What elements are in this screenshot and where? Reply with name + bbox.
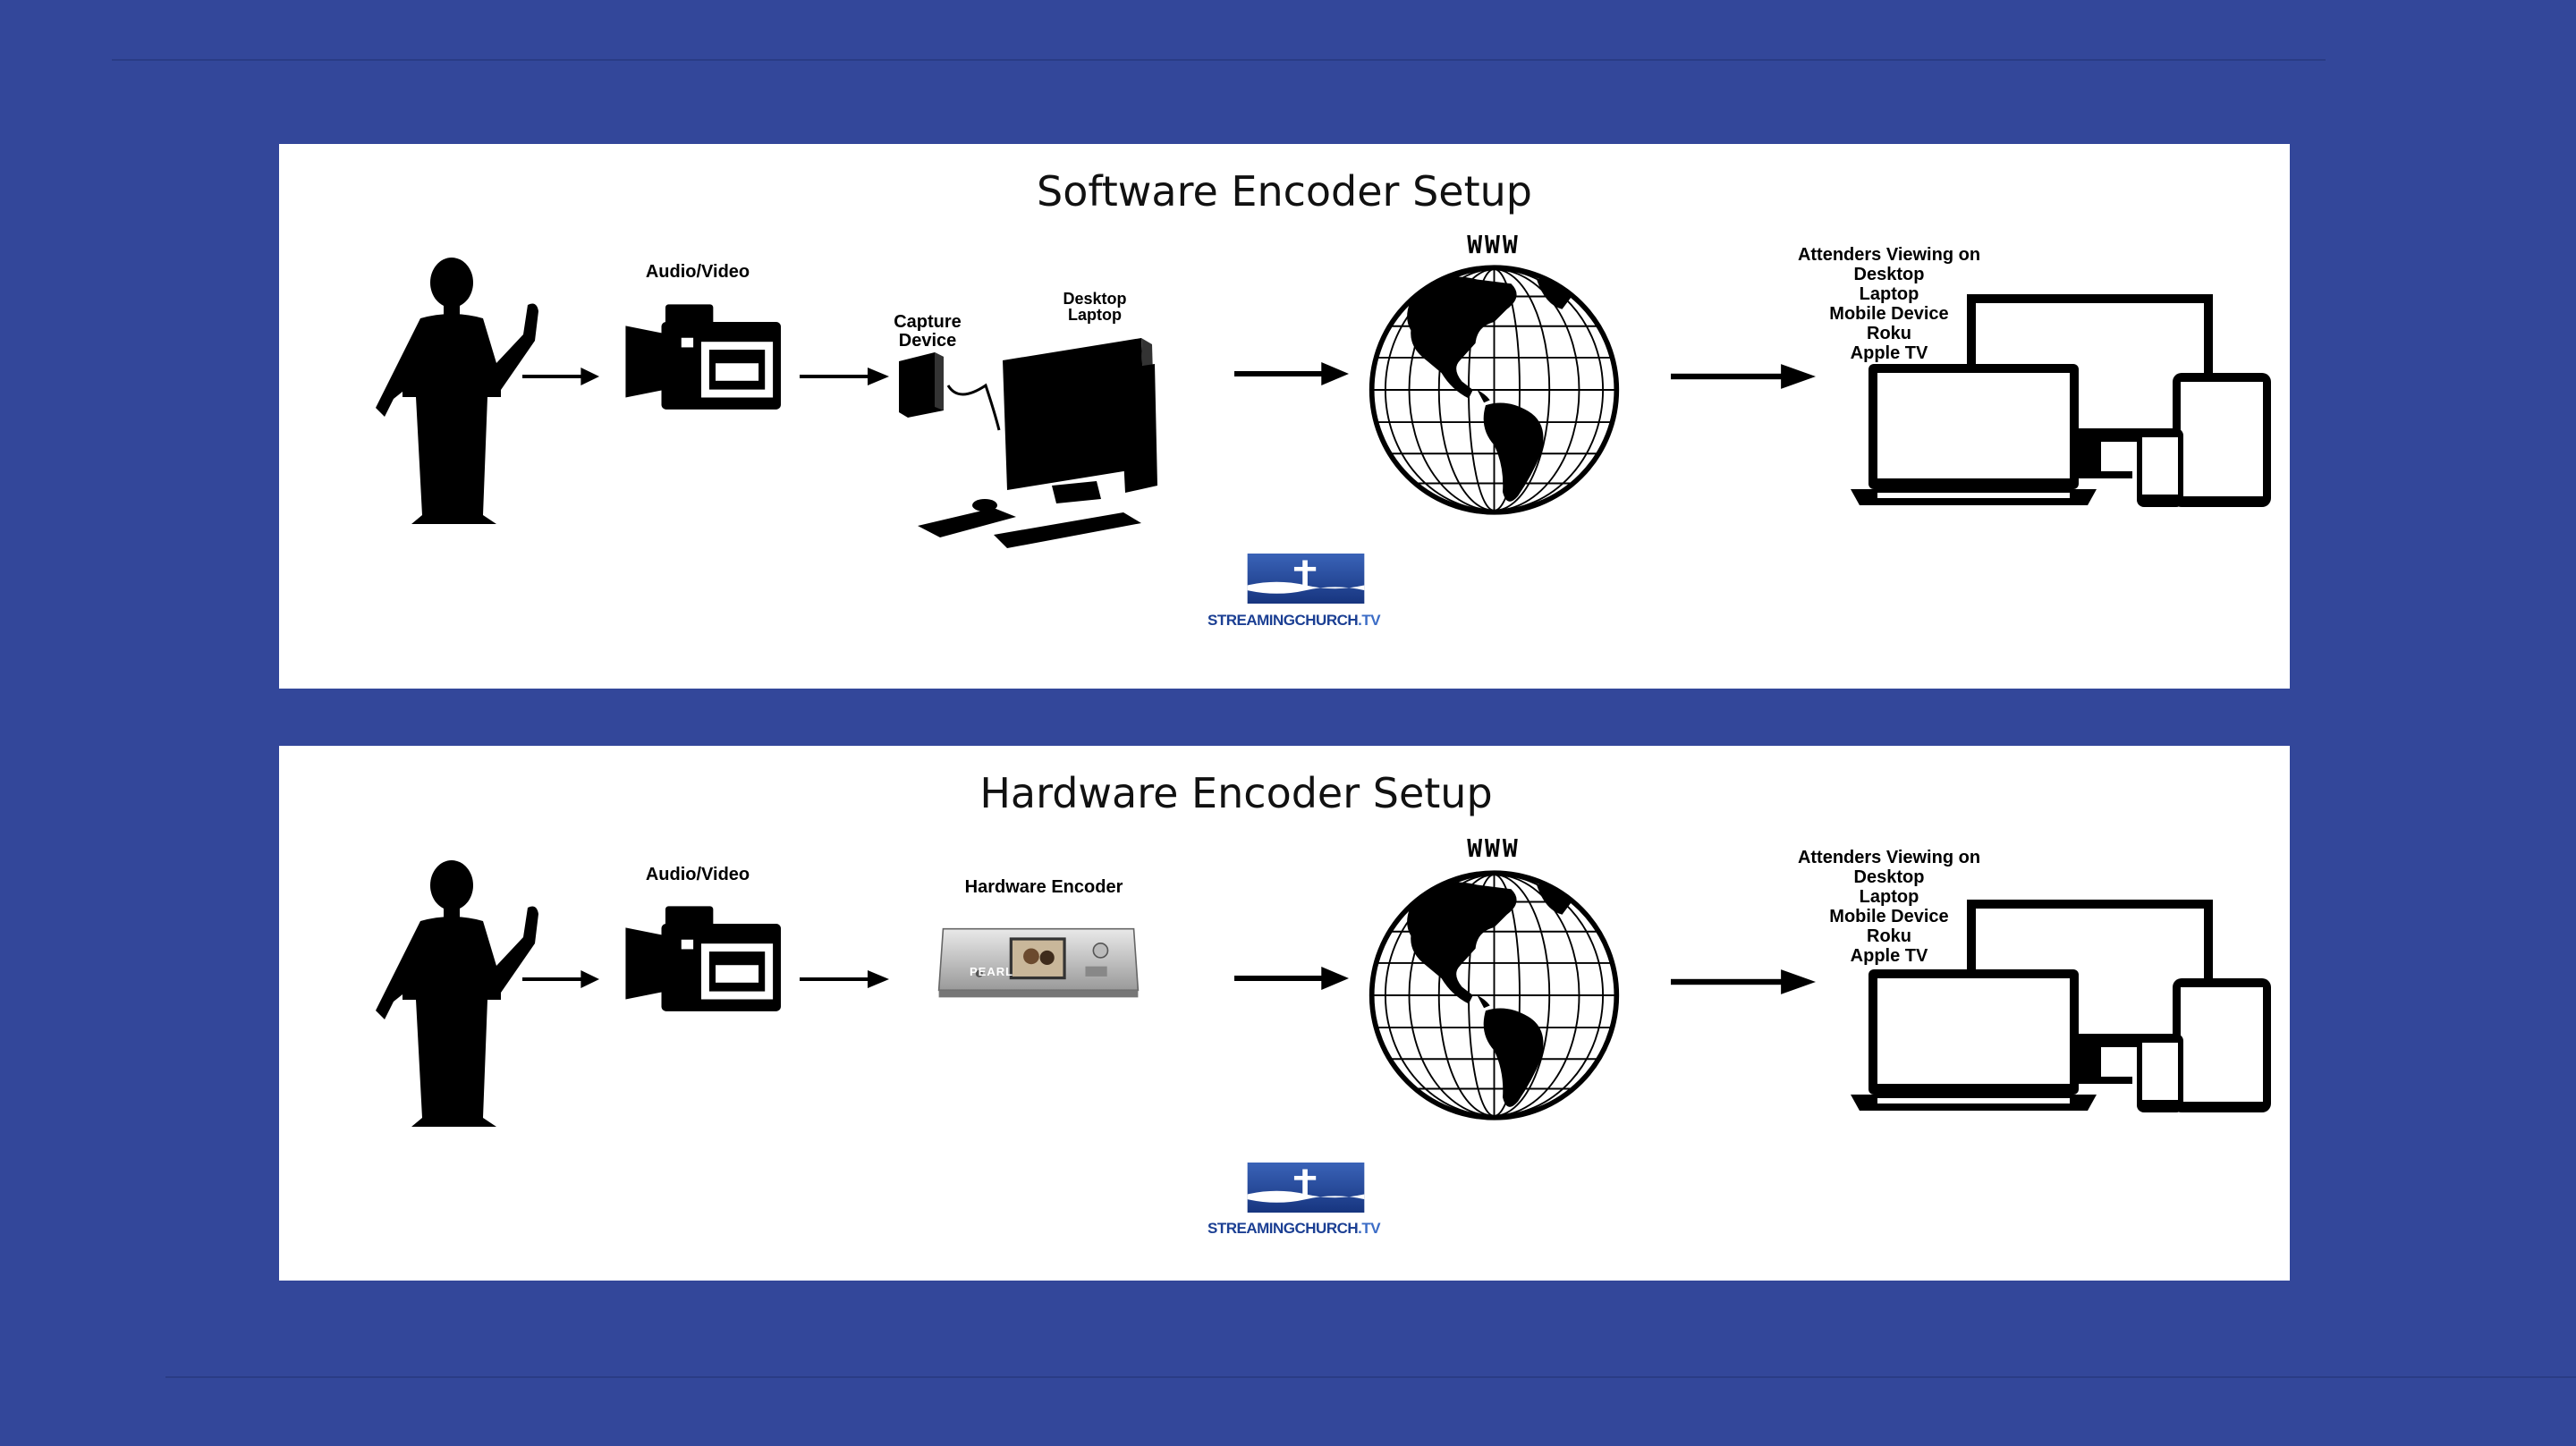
desktop-computer-icon	[918, 338, 1157, 548]
video-camera-icon	[625, 304, 781, 410]
software-encoder-panel: Software Encoder Setup Audio/Video Captu…	[279, 144, 2290, 689]
video-camera-icon	[625, 906, 781, 1011]
audio-video-label: Audio/Video	[645, 262, 750, 282]
viewers-heading: Attenders Viewing on	[1797, 245, 1981, 265]
globe-icon	[1367, 872, 1622, 1119]
capture-device-icon	[899, 352, 944, 418]
viewer-device: Desktop	[1853, 867, 1925, 887]
arrow-icon	[1234, 967, 1349, 990]
hardware-diagram-graphics	[376, 860, 2271, 1213]
viewers-heading: Attenders Viewing on	[1797, 848, 1981, 867]
arrow-icon	[1671, 364, 1816, 389]
www-label: WWW	[1467, 833, 1521, 863]
viewer-device: Apple TV	[1850, 343, 1928, 363]
viewers-list: Attenders Viewing on Desktop Laptop Mobi…	[1746, 848, 2032, 966]
viewer-device: Mobile Device	[1829, 907, 1949, 926]
viewer-device: Laptop	[1859, 887, 1919, 907]
logo-wordmark: STREAMINGCHURCH.TV	[1208, 612, 1381, 629]
audio-video-label: Audio/Video	[645, 865, 750, 884]
speaker-icon	[376, 860, 538, 1127]
desktop-laptop-label: Desktop Laptop	[1063, 290, 1127, 324]
top-divider	[112, 59, 2326, 61]
logo-wordmark: STREAMINGCHURCH.TV	[1208, 1220, 1381, 1237]
arrow-icon	[522, 970, 599, 988]
viewer-device: Mobile Device	[1829, 304, 1949, 324]
arrow-icon	[522, 368, 599, 385]
viewer-device: Desktop	[1853, 265, 1925, 284]
arrow-icon	[800, 368, 889, 385]
www-label: WWW	[1467, 230, 1521, 259]
hardware-encoder-panel: Hardware Encoder Setup Audio/Video Hardw…	[279, 746, 2290, 1281]
encoder-brand-text: PEARL	[970, 965, 1014, 978]
viewer-device: Roku	[1867, 926, 1911, 946]
arrow-icon	[1234, 362, 1349, 385]
globe-icon	[1367, 266, 1622, 513]
hardware-encoder-label: Hardware Encoder	[964, 877, 1123, 897]
panel-title: Hardware Encoder Setup	[979, 769, 1493, 817]
streaming-church-logo-icon	[1247, 554, 1365, 604]
panel-title: Software Encoder Setup	[1037, 167, 1532, 216]
bottom-divider	[165, 1376, 2576, 1378]
arrow-icon	[800, 970, 889, 988]
capture-cable	[946, 383, 1001, 431]
hardware-encoder-icon	[937, 927, 1140, 999]
viewer-device: Apple TV	[1850, 946, 1928, 966]
speaker-icon	[376, 258, 538, 524]
viewer-device: Roku	[1867, 324, 1911, 343]
software-diagram-graphics	[376, 258, 2271, 604]
viewers-list: Attenders Viewing on Desktop Laptop Mobi…	[1746, 245, 2032, 363]
capture-device-label: Capture Device	[894, 312, 962, 351]
viewer-device: Laptop	[1859, 284, 1919, 304]
streaming-church-logo-icon	[1247, 1163, 1365, 1213]
arrow-icon	[1671, 969, 1816, 994]
